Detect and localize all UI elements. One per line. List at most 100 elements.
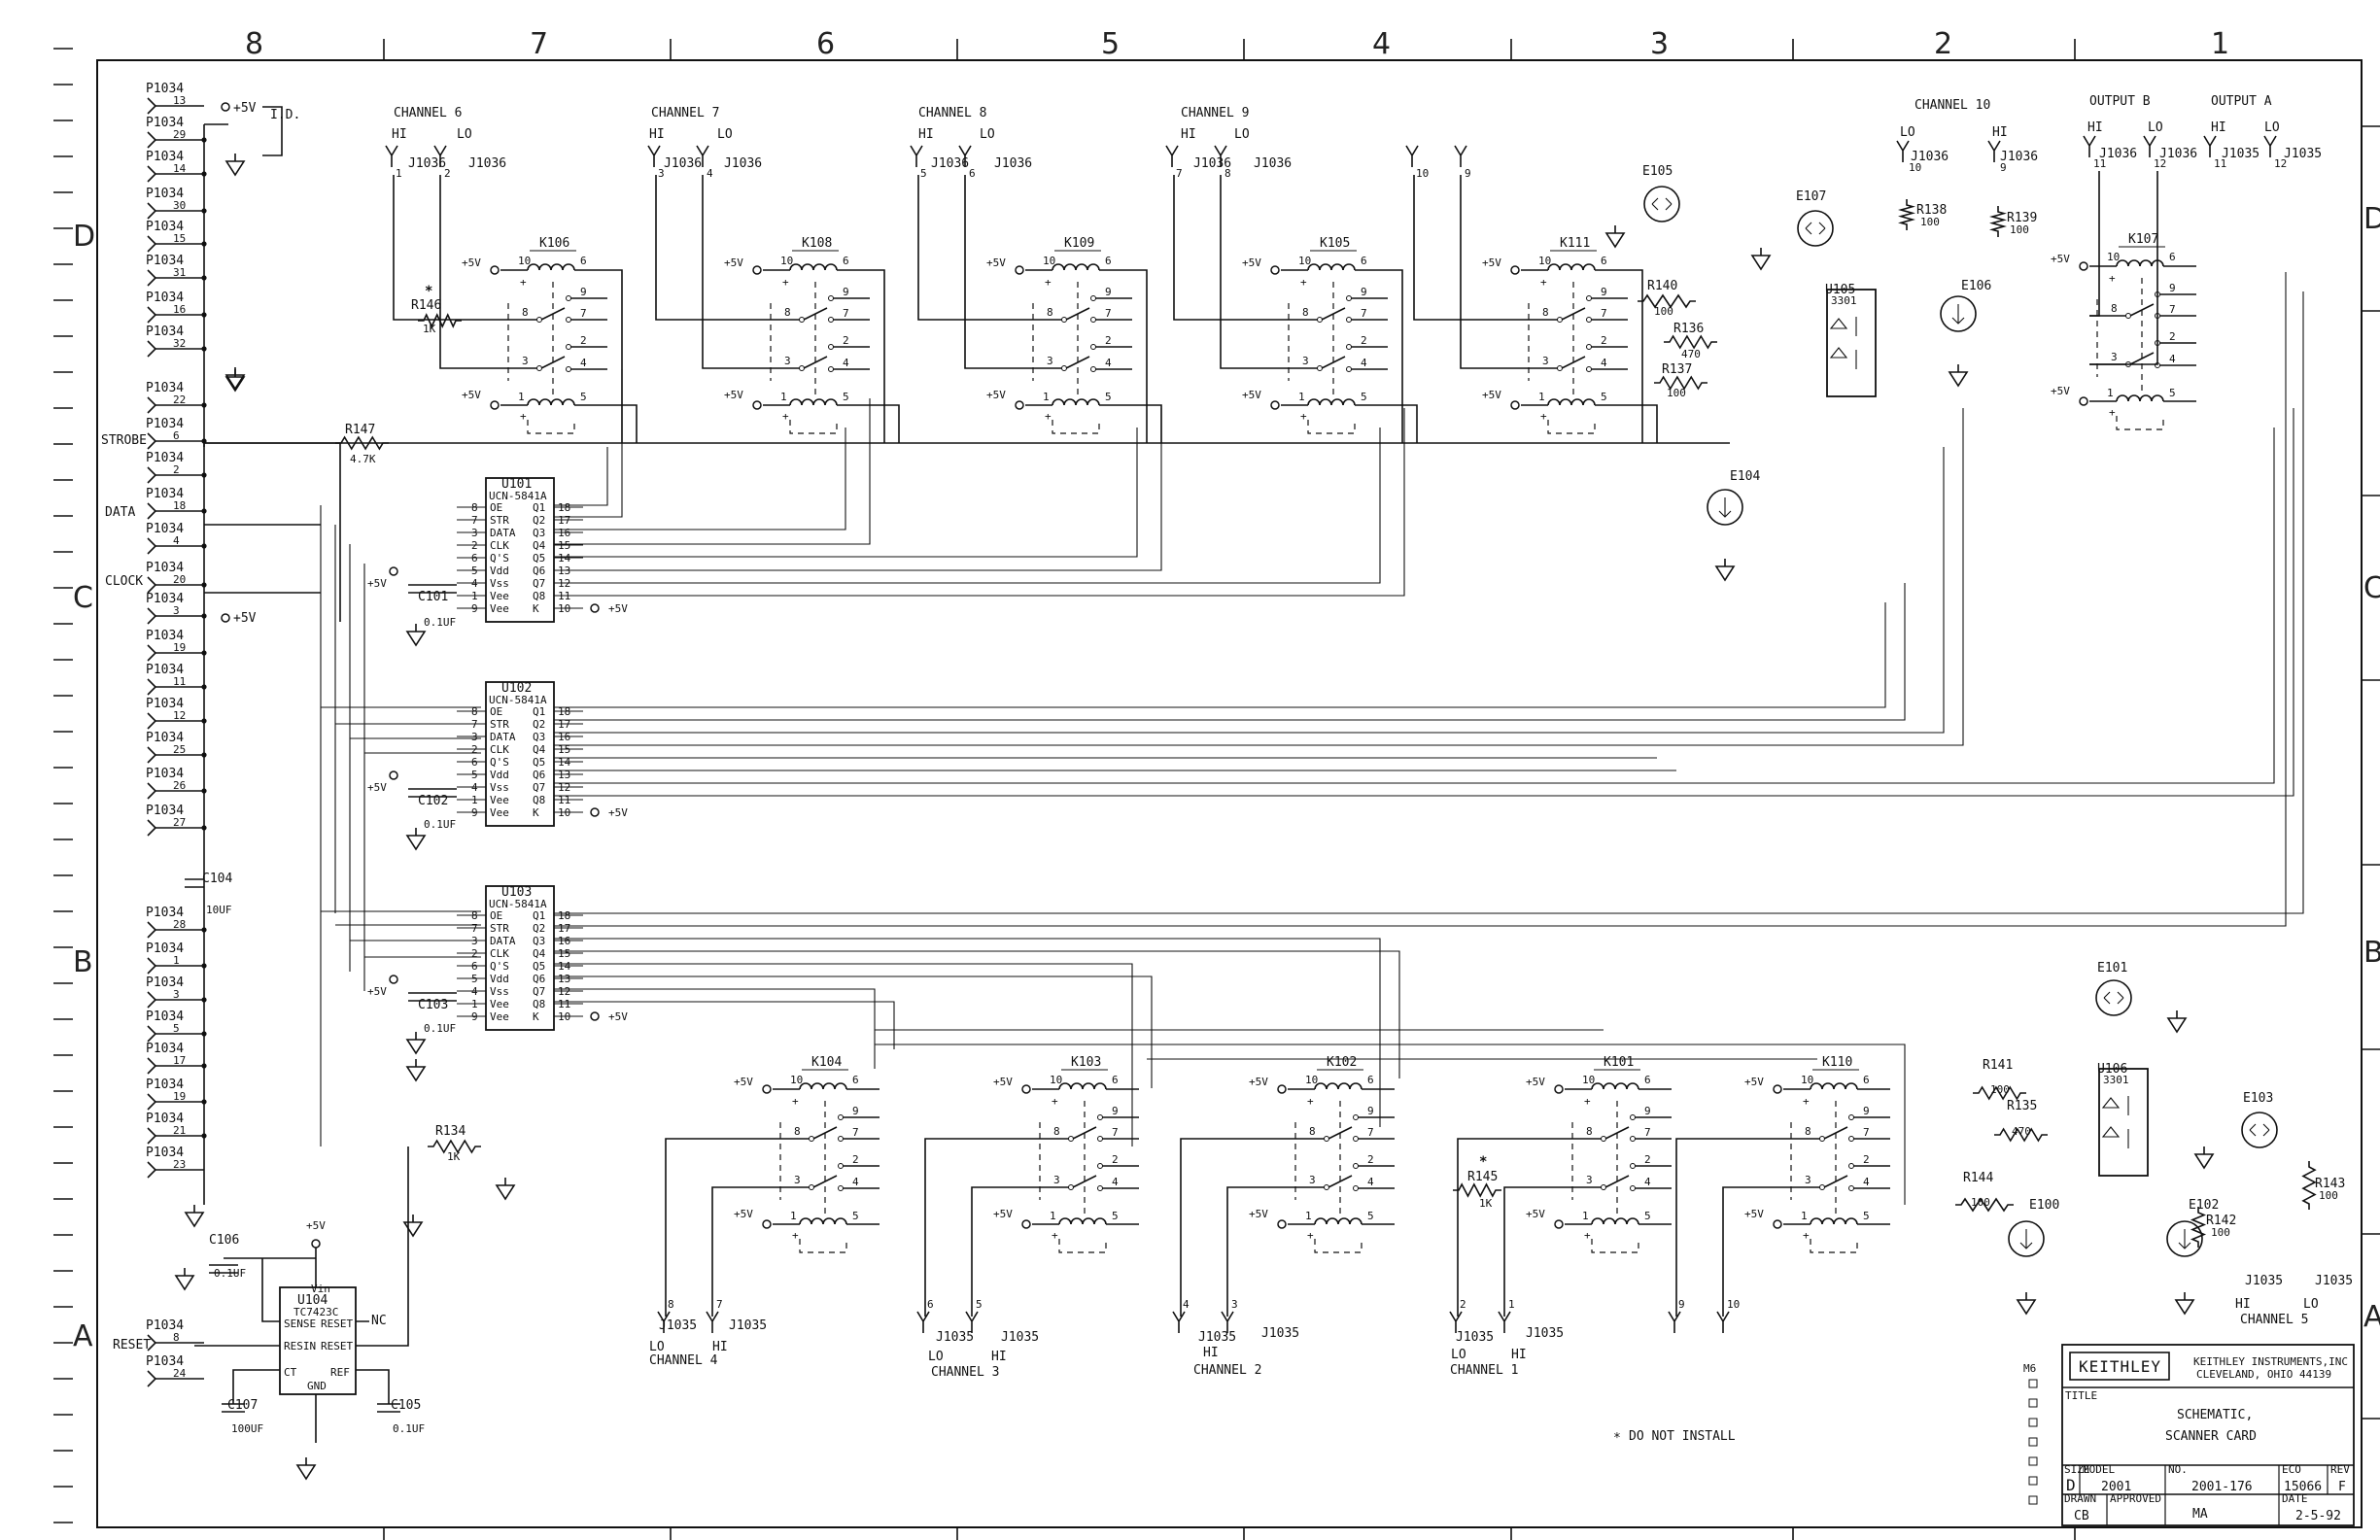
title-line-2: SCANNER CARD bbox=[2165, 1429, 2257, 1444]
p1034-pin-arrow bbox=[147, 432, 157, 450]
r147-value: 4.7K bbox=[350, 453, 376, 465]
revision-boxes bbox=[2028, 1379, 2038, 1505]
jack-pin: 7 bbox=[716, 1298, 723, 1311]
c105-ref: C105 bbox=[391, 1398, 421, 1413]
supply-terminal bbox=[1021, 1084, 1031, 1094]
p1034-pin-label: P1034 bbox=[146, 522, 184, 536]
p1034-bus-wire bbox=[203, 106, 340, 1205]
ic-pin-name: Q1 bbox=[533, 909, 545, 922]
jack-lo bbox=[1172, 1311, 1186, 1333]
supply-label: +5V bbox=[1482, 389, 1501, 401]
pin-number: 6 bbox=[1601, 255, 1607, 267]
pin-number: 5 bbox=[843, 391, 849, 403]
supply-label: +5V bbox=[1242, 257, 1261, 269]
resistor-r134 bbox=[428, 1139, 481, 1154]
jack-lo bbox=[958, 145, 972, 167]
ic-pin-name: Q3 bbox=[533, 935, 545, 947]
pin-polarity: + bbox=[520, 410, 527, 423]
channel-1-label: CHANNEL 1 bbox=[1450, 1363, 1518, 1378]
pin-number: 9 bbox=[843, 286, 849, 298]
p1034-pin-number: 6 bbox=[173, 429, 180, 442]
misc-components: +5V bbox=[174, 186, 2317, 1481]
p1034-pin-number: 21 bbox=[173, 1124, 186, 1137]
pin-number: 9 bbox=[2169, 282, 2176, 294]
ground-symbol bbox=[224, 367, 246, 391]
jack-pin: 9 bbox=[1678, 1298, 1685, 1311]
supply-label: +5V bbox=[608, 1010, 628, 1023]
jack-pin: 8 bbox=[1224, 167, 1231, 180]
p1034-pin-number: 20 bbox=[173, 573, 186, 586]
u104-ref: U104 bbox=[297, 1293, 328, 1308]
jack-hi bbox=[1221, 1311, 1234, 1333]
number-value: 2001-176 bbox=[2191, 1480, 2253, 1494]
pin-number: 7 bbox=[852, 1126, 859, 1139]
pin-number: 8 bbox=[2111, 302, 2118, 315]
pin-number: 3 bbox=[794, 1174, 801, 1186]
p1034-pin-arrow bbox=[147, 1161, 157, 1179]
u105-body bbox=[1826, 289, 1877, 397]
pin-number: 1 bbox=[1538, 391, 1545, 403]
p1034-pin-label: P1034 bbox=[146, 629, 184, 643]
decoupling-cap bbox=[408, 992, 457, 1002]
zone-top-6: 6 bbox=[816, 27, 835, 61]
supply-label: +5V bbox=[367, 781, 387, 794]
pin-number: 10 bbox=[1582, 1074, 1595, 1086]
relay-coil bbox=[1547, 398, 1596, 406]
ground-symbol bbox=[402, 1215, 424, 1238]
pin-number: 9 bbox=[1105, 286, 1112, 298]
p1034-pin-arrow bbox=[147, 306, 157, 324]
r140-value: 100 bbox=[1654, 305, 1673, 318]
p1034-pin-label: P1034 bbox=[146, 561, 184, 575]
ic-pin-name: Q2 bbox=[533, 922, 545, 935]
u106-body bbox=[2098, 1068, 2149, 1177]
ground-symbol bbox=[2193, 1146, 2215, 1170]
frame-ticks bbox=[53, 39, 2380, 1540]
supply-terminal bbox=[490, 400, 500, 410]
pin-number: 6 bbox=[1644, 1074, 1651, 1086]
supply-terminal bbox=[1773, 1219, 1782, 1229]
pin-number: 2 bbox=[1644, 1153, 1651, 1166]
jack-lo bbox=[1214, 145, 1227, 167]
supply-label: +5V bbox=[367, 985, 387, 998]
supply-label: +5V bbox=[1744, 1076, 1764, 1088]
supply-terminal bbox=[1270, 400, 1280, 410]
jack-lo bbox=[657, 1311, 671, 1333]
channel-2-label: CHANNEL 2 bbox=[1193, 1363, 1261, 1378]
e105-element bbox=[1643, 186, 1680, 222]
p1034-pin-label: P1034 bbox=[146, 1318, 184, 1333]
c102-ref: C102 bbox=[418, 794, 448, 808]
channel-3-lo: LO bbox=[928, 1350, 944, 1364]
r134-value: 1K bbox=[447, 1150, 461, 1163]
ic-pin-name: DATA bbox=[490, 935, 516, 947]
title-block: KEITHLEY KEITHLEY INSTRUMENTS,INC CLEVEL… bbox=[2023, 1344, 2355, 1526]
supply-terminal bbox=[389, 566, 398, 576]
c107-ref: C107 bbox=[227, 1398, 258, 1413]
jack-pin: 1 bbox=[396, 167, 402, 180]
pin-number: 5 bbox=[1863, 1210, 1870, 1222]
date-label: DATE bbox=[2282, 1492, 2308, 1505]
r142-ref: R142 bbox=[2206, 1214, 2236, 1228]
p1034-pin-number: 15 bbox=[173, 232, 186, 245]
ic-pin-name: Q3 bbox=[533, 731, 545, 743]
pin-number: 5 bbox=[2169, 387, 2176, 399]
p1034-pin-label: P1034 bbox=[146, 1042, 184, 1056]
decoupling-cap bbox=[408, 584, 457, 594]
p1034-pin-arrow bbox=[147, 131, 157, 149]
u104-pin-reset-2: RESET bbox=[321, 1340, 353, 1352]
p1034-pin-arrow bbox=[147, 396, 157, 414]
p1034-pin-label: P1034 bbox=[146, 1146, 184, 1160]
resistor-r135 bbox=[1994, 1127, 2048, 1143]
u106-ref: U106 bbox=[2097, 1062, 2127, 1077]
channel-6-label: CHANNEL 6 bbox=[394, 106, 462, 120]
p1034-pin-number: 4 bbox=[173, 534, 180, 547]
pin-number: 1 bbox=[1305, 1210, 1312, 1222]
pin-number: 10 bbox=[1050, 1074, 1062, 1086]
strobe-label: STROBE bbox=[101, 433, 147, 448]
p1034-pin-arrow bbox=[147, 957, 157, 975]
supply-label: +5V bbox=[993, 1208, 1013, 1220]
ic-pin-name: Q5 bbox=[533, 960, 545, 973]
